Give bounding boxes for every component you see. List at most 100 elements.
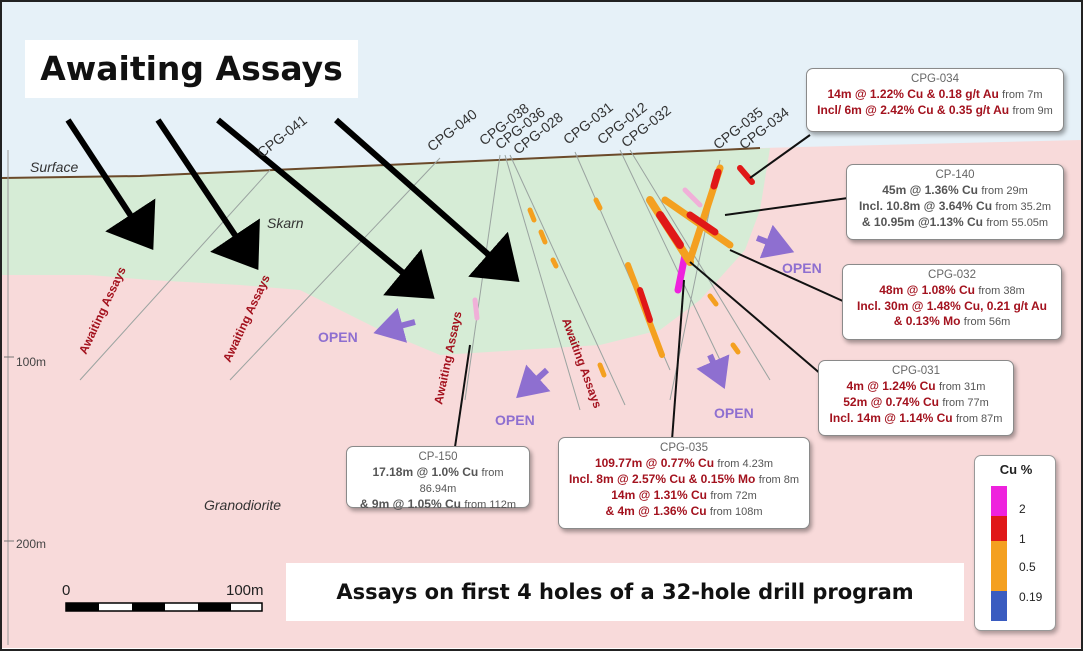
interval-035c xyxy=(674,251,689,294)
from-text: from 38m xyxy=(978,285,1025,297)
interval-text: Incl. 10.8m @ 3.64% Cu xyxy=(858,199,993,213)
leader-032 xyxy=(729,249,846,303)
surface-label: Surface xyxy=(30,159,78,175)
open-labels: OPEN OPEN OPEN OPEN xyxy=(318,260,822,428)
assay-intervals xyxy=(472,164,755,378)
interval-text: Incl. 8m @ 2.57% Cu & 0.15% Mo xyxy=(568,472,756,486)
interval-text: 14m @ 1.31% Cu xyxy=(611,488,707,502)
arrow-2 xyxy=(155,118,260,270)
from-text: from 77m xyxy=(942,397,989,409)
from-text: from 72m xyxy=(710,490,757,502)
interval-140b xyxy=(686,211,719,236)
interval-035b xyxy=(710,168,722,190)
interval-text: & 10.95m @1.13% Cu xyxy=(861,215,983,229)
box-title: CPG-034 xyxy=(911,73,959,85)
scale-seg xyxy=(132,603,165,611)
interval-text: 14m @ 1.22% Cu & 0.18 g/t Au xyxy=(827,87,999,101)
leader-035 xyxy=(671,279,685,441)
leader-031 xyxy=(689,261,823,376)
arrow-3 xyxy=(216,117,435,299)
open-arrow-1 xyxy=(373,307,416,343)
open-arrow-4 xyxy=(755,224,795,259)
from-text: from 8m xyxy=(758,474,800,486)
result-box-cpg-035: CPG-035 109.77m @ 0.77% Cu from 4.23m In… xyxy=(558,437,810,529)
skarn-label: Skarn xyxy=(267,215,304,231)
banner-assay-summary: Assays on first 4 holes of a 32-hole dri… xyxy=(286,563,964,621)
legend-swatch-red xyxy=(991,516,1007,541)
interval-d xyxy=(597,362,607,378)
interval-text: 4m @ 1.24% Cu xyxy=(846,379,936,393)
interval-text: 109.77m @ 0.77% Cu xyxy=(594,456,715,470)
from-text: from 35.2m xyxy=(995,201,1052,213)
interval-034 xyxy=(737,165,755,185)
arrow-4 xyxy=(334,117,520,282)
legend-level: 1 xyxy=(1019,532,1026,546)
hole-trace-040 xyxy=(229,157,441,381)
from-text: from 112m xyxy=(464,499,517,511)
interval-text: Incl/ 6m @ 2.42% Cu & 0.35 g/t Au xyxy=(817,103,1010,117)
interval-032b xyxy=(656,211,684,249)
surface-line xyxy=(1,147,761,179)
leader-034 xyxy=(749,134,811,179)
from-text: from 9m xyxy=(1012,105,1053,117)
depth-100-label: 100m xyxy=(16,355,46,369)
interval-text: 52m @ 0.74% Cu xyxy=(843,395,939,409)
scale-zero: 0 xyxy=(62,582,70,599)
legend-level: 0.5 xyxy=(1019,560,1036,574)
legend-swatch-magenta xyxy=(991,486,1007,516)
result-box-cp-140: CP-140 45m @ 1.36% Cu from 29m Incl. 10.… xyxy=(846,164,1064,240)
hole-trace-012 xyxy=(619,149,721,361)
depth-200-label: 200m xyxy=(16,537,46,551)
open-label: OPEN xyxy=(495,412,535,428)
hole-trace-028 xyxy=(509,154,626,406)
from-text: from 87m xyxy=(955,413,1003,425)
box-title: CPG-031 xyxy=(892,365,940,377)
hole-trace-041 xyxy=(79,169,271,381)
banner-awaiting-assays: Awaiting Assays xyxy=(25,40,358,98)
interval-text: & 0.13% Mo xyxy=(893,314,961,328)
cu-legend: Cu % 2 1 0.5 0.19 xyxy=(974,455,1056,631)
result-box-cpg-031: CPG-031 4m @ 1.24% Cu from 31m 52m @ 0.7… xyxy=(818,360,1014,436)
result-box-cpg-032: CPG-032 48m @ 1.08% Cu from 38m Incl. 30… xyxy=(842,264,1062,340)
interval-b xyxy=(538,229,548,245)
open-label: OPEN xyxy=(318,329,358,345)
leader-lines xyxy=(454,134,849,448)
result-box-cp-150: CP-150 17.18m @ 1.0% Cu from 86.94m & 9m… xyxy=(346,446,530,511)
open-arrow-3 xyxy=(696,353,730,390)
from-text: from 29m xyxy=(981,185,1028,197)
granodiorite-label: Granodiorite xyxy=(204,497,281,513)
box-title: CPG-035 xyxy=(660,442,708,454)
legend-level: 0.19 xyxy=(1019,590,1043,604)
from-text: from 108m xyxy=(709,506,763,518)
legend-level: 2 xyxy=(1019,502,1026,516)
awaiting-arrows xyxy=(65,117,520,299)
from-text: from 56m xyxy=(963,316,1011,328)
interval-text: Incl. 14m @ 1.14% Cu xyxy=(829,411,953,425)
interval-text: 17.18m @ 1.0% Cu xyxy=(372,465,479,479)
leader-140 xyxy=(724,197,849,216)
interval-text: 45m @ 1.36% Cu xyxy=(882,183,978,197)
legend-title: Cu % xyxy=(999,462,1033,477)
from-text: from 86.94m xyxy=(419,467,504,495)
box-title: CPG-032 xyxy=(928,269,976,281)
open-arrows xyxy=(373,224,795,399)
scale-seg xyxy=(198,603,231,611)
leader-150 xyxy=(454,344,471,448)
hole-trace-036 xyxy=(504,154,581,411)
interval-text: 48m @ 1.08% Cu xyxy=(879,283,975,297)
interval-text: Incl. 30m @ 1.48% Cu, 0.21 g/t Au xyxy=(857,299,1047,313)
interval-g xyxy=(707,293,719,307)
open-arrow-2 xyxy=(516,364,551,399)
interval-text: & 9m @ 1.05% Cu xyxy=(359,497,461,511)
interval-e xyxy=(472,297,480,321)
interval-i xyxy=(550,257,559,269)
arrow-1 xyxy=(65,118,156,251)
open-label: OPEN xyxy=(782,260,822,276)
interval-a xyxy=(527,207,537,223)
box-title: CP-150 xyxy=(418,451,458,463)
legend-swatch-blue xyxy=(991,591,1007,621)
result-box-cpg-034: CPG-034 14m @ 1.22% Cu & 0.18 g/t Au fro… xyxy=(806,68,1064,132)
from-text: from 55.05m xyxy=(986,217,1049,229)
